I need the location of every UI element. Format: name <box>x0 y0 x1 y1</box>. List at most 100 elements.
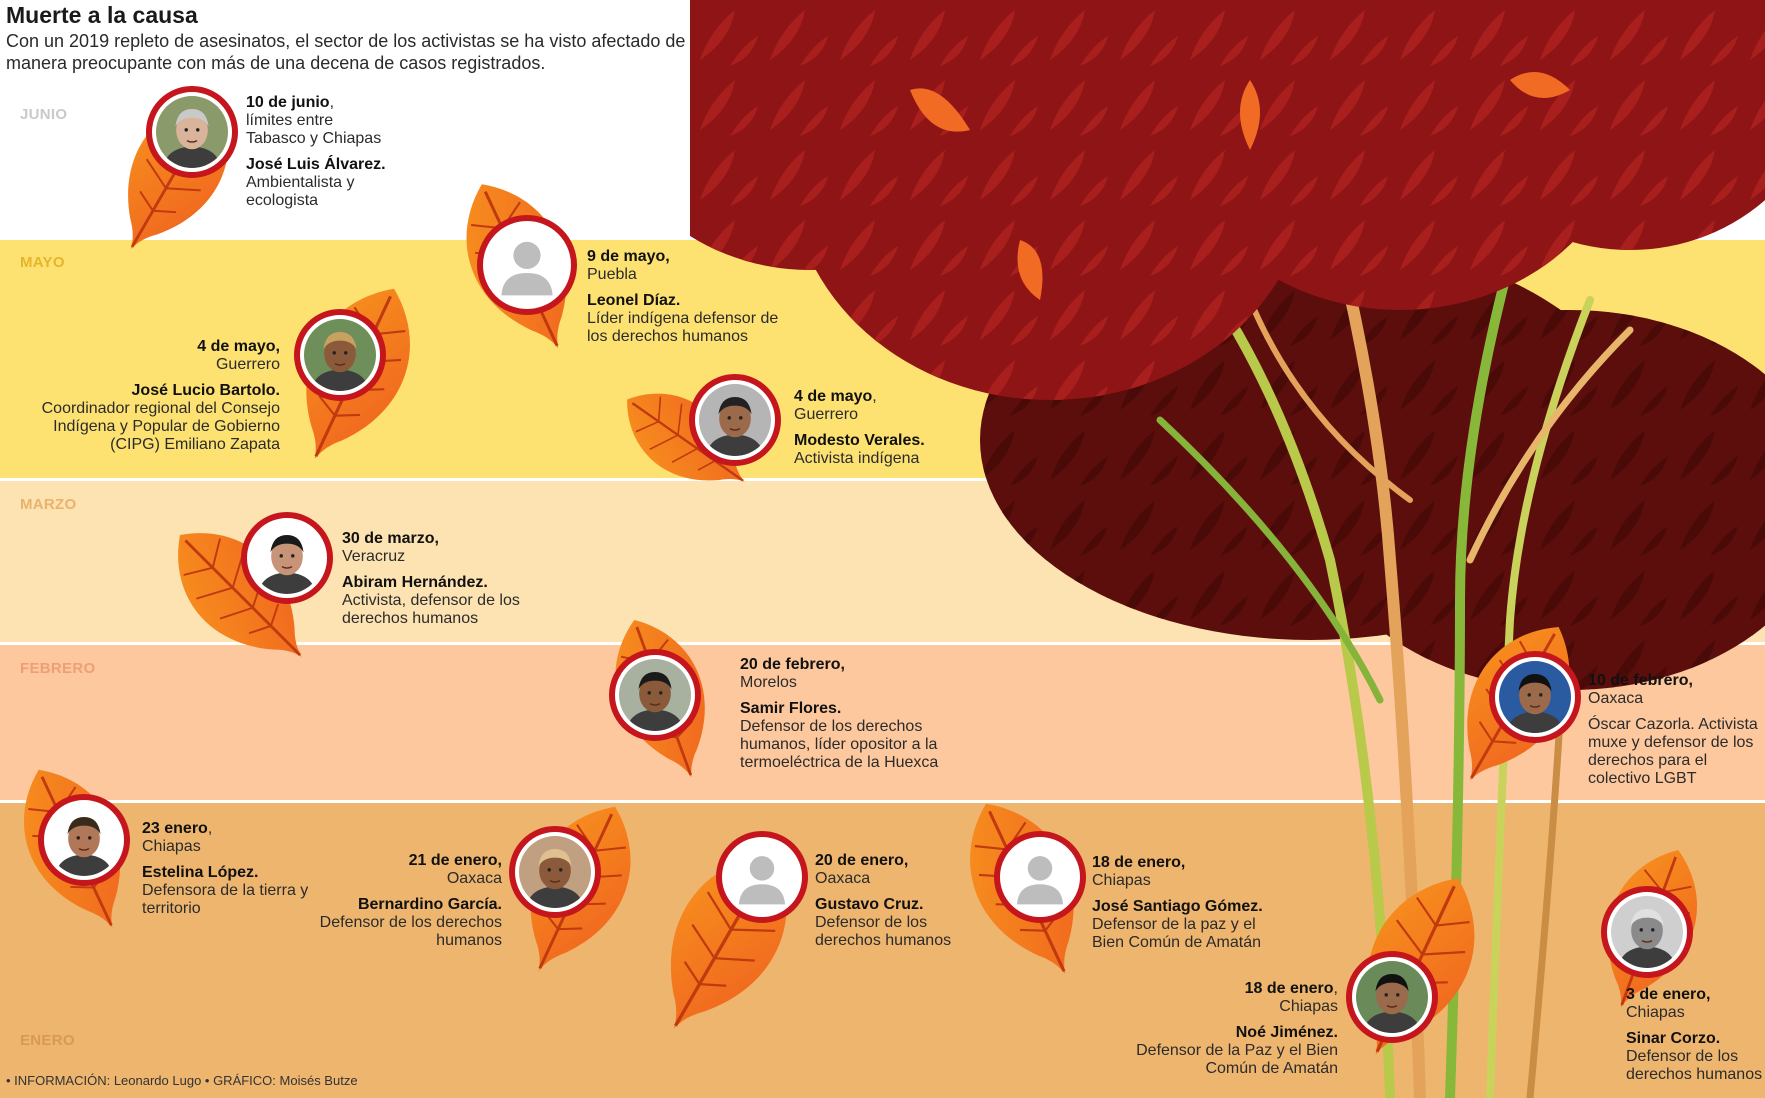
victim-date-separator: , <box>872 388 877 405</box>
victim-portrait <box>1489 651 1581 743</box>
victim-place: límites entre Tabasco y Chiapas <box>246 112 382 147</box>
victim-card: 18 de enero, Chiapas Noé Jiménez. Defens… <box>1120 980 1338 1078</box>
victim-date: 4 de mayo <box>794 388 873 405</box>
victim-name: Sinar Corzo. <box>1626 1030 1721 1047</box>
victim-name: Leonel Díaz. <box>587 292 681 309</box>
victim-portrait <box>689 374 781 466</box>
victim-description: Defensor de los derechos humanos <box>1626 1048 1763 1083</box>
person-silhouette-icon <box>487 225 567 305</box>
month-label-mayo: MAYO <box>20 254 65 271</box>
victim-place: Oaxaca <box>1588 690 1644 707</box>
victim-card: 10 de febrero, Oaxaca Óscar Cazorla. Act… <box>1588 672 1763 788</box>
victim-portrait <box>1601 886 1693 978</box>
victim-place: Chiapas <box>142 838 201 855</box>
victim-date-separator: , <box>1333 980 1338 997</box>
victim-place: Puebla <box>587 266 637 283</box>
portrait-placeholder <box>477 215 577 315</box>
victim-name: Gustavo Cruz. <box>815 896 924 913</box>
month-label-febrero: FEBRERO <box>20 660 96 677</box>
victim-date: 20 de febrero, <box>740 656 845 673</box>
month-label-enero: ENERO <box>20 1032 75 1049</box>
victim-place: Chiapas <box>1092 872 1151 889</box>
victim-description: Defensor de los derechos humanos <box>815 914 952 949</box>
victim-portrait <box>294 309 386 401</box>
victim-card: 30 de marzo, Veracruz Abiram Hernández. … <box>342 530 572 628</box>
victim-card: 4 de mayo, Guerrero Modesto Verales. Act… <box>794 388 964 468</box>
victim-description: Activista indígena <box>794 450 920 467</box>
victim-name: Noé Jiménez. <box>1235 1024 1338 1041</box>
portrait-icon <box>48 804 120 876</box>
victim-name: Abiram Hernández. <box>342 574 488 591</box>
victim-name: José Luis Álvarez. <box>246 156 386 173</box>
victim-card: 20 de febrero, Morelos Samir Flores. Def… <box>740 656 960 772</box>
victim-name: Samir Flores. <box>740 700 842 717</box>
victim-card: 4 de mayo, Guerrero José Lucio Bartolo. … <box>30 338 280 454</box>
portrait-placeholder <box>994 831 1086 923</box>
victim-date-separator: , <box>207 820 213 837</box>
portrait-icon <box>519 836 591 908</box>
victim-portrait <box>609 649 701 741</box>
page-title: Muerte a la causa <box>6 2 198 28</box>
portrait-icon <box>1611 896 1683 968</box>
portrait-placeholder <box>716 831 808 923</box>
victim-portrait <box>241 512 333 604</box>
band-separator <box>0 642 1765 645</box>
victim-date: 10 de febrero, <box>1588 672 1693 689</box>
victim-card: 9 de mayo, Puebla Leonel Díaz. Líder ind… <box>587 248 807 346</box>
victim-date: 10 de junio <box>246 94 330 111</box>
victim-date: 20 de enero, <box>815 852 909 869</box>
portrait-icon <box>1499 661 1571 733</box>
victim-name: Estelina López. <box>142 864 259 881</box>
person-silhouette-icon <box>726 841 798 913</box>
victim-portrait <box>146 86 238 178</box>
victim-place: Veracruz <box>342 548 406 565</box>
person-silhouette-icon <box>1004 841 1076 913</box>
victim-date: 21 de enero, <box>408 852 502 869</box>
victim-description: Ambientalista y ecologista <box>246 174 355 209</box>
portrait-icon <box>1356 961 1428 1033</box>
victim-date: 30 de marzo, <box>342 530 439 547</box>
victim-place: Guerrero <box>215 356 280 373</box>
victim-description: Activista, defensor de los derechos huma… <box>342 592 520 627</box>
victim-card: 18 de enero, Chiapas José Santiago Gómez… <box>1092 854 1282 952</box>
autumn-leaf-icon <box>178 533 302 657</box>
victim-card: 21 de enero, Oaxaca Bernardino García. D… <box>300 852 502 950</box>
portrait-icon <box>699 384 771 456</box>
victim-portrait <box>38 794 130 886</box>
victim-description: Óscar Cazorla. Activista muxe y defensor… <box>1588 716 1758 787</box>
portrait-icon <box>619 659 691 731</box>
victim-date-separator: , <box>329 94 335 111</box>
victim-description: Defensor de los derechos humanos, líder … <box>740 718 939 771</box>
victim-date: 18 de enero <box>1244 980 1334 997</box>
portrait-icon <box>156 96 228 168</box>
victim-portrait <box>1346 951 1438 1043</box>
victim-description: Defensor de la paz y el Bien Común de Am… <box>1092 916 1261 951</box>
victim-date: 4 de mayo, <box>197 338 280 355</box>
victim-card: 20 de enero, Oaxaca Gustavo Cruz. Defens… <box>815 852 965 950</box>
credits: • INFORMACIÓN: Leonardo Lugo • GRÁFICO: … <box>6 1073 358 1088</box>
victim-card: 23 enero, Chiapas Estelina López. Defens… <box>142 820 322 918</box>
victim-place: Chiapas <box>1279 998 1338 1015</box>
portrait-icon <box>251 522 323 594</box>
victim-place: Oaxaca <box>446 870 502 887</box>
victim-place: Morelos <box>740 674 797 691</box>
month-label-marzo: MARZO <box>20 496 77 513</box>
portrait-icon <box>304 319 376 391</box>
victim-place: Chiapas <box>1626 1004 1685 1021</box>
victim-description: Líder indígena defensor de los derechos … <box>587 310 779 345</box>
victim-portrait <box>509 826 601 918</box>
victim-name: José Santiago Gómez. <box>1092 898 1263 915</box>
band-separator <box>0 800 1765 803</box>
victim-description: Defensora de la tierra y territorio <box>142 882 309 917</box>
victim-card: 3 de enero, Chiapas Sinar Corzo. Defenso… <box>1626 986 1764 1084</box>
victim-description: Coordinador regional del Consejo Indígen… <box>41 400 280 453</box>
victim-description: Defensor de los derechos humanos <box>319 914 502 949</box>
victim-card: 10 de junio, límites entre Tabasco y Chi… <box>246 94 426 210</box>
month-label-junio: JUNIO <box>20 106 68 123</box>
victim-name: José Lucio Bartolo. <box>131 382 280 399</box>
victim-date: 9 de mayo, <box>587 248 670 265</box>
victim-date: 3 de enero, <box>1626 986 1711 1003</box>
victim-place: Oaxaca <box>815 870 871 887</box>
victim-name: Modesto Verales. <box>794 432 925 449</box>
